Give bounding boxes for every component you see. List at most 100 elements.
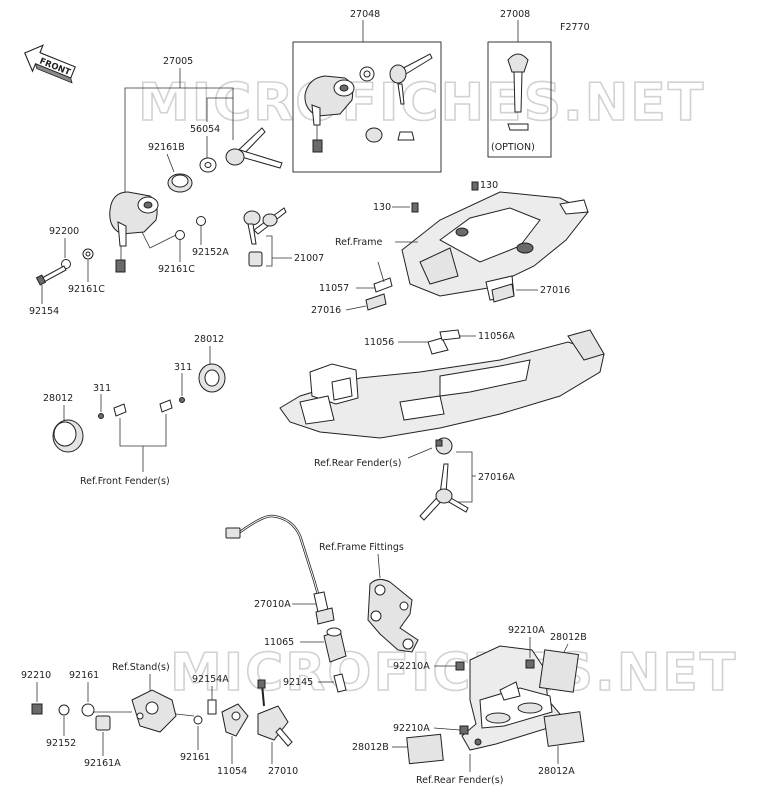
bracket-11056 (427, 337, 449, 355)
key-blank-27008 (507, 53, 529, 131)
leader (407, 447, 433, 459)
part-label-28012-b: 28012 (43, 393, 73, 404)
part-label-92161a: 92161A (84, 758, 121, 769)
group-box-27048 (292, 41, 442, 173)
option-label: (OPTION) (491, 142, 535, 153)
bolt-130-b (411, 202, 419, 213)
front-arrow-icon: FRONT (24, 44, 76, 84)
washer-92152 (58, 704, 70, 716)
part-label-28012-a: 28012 (194, 334, 224, 345)
leader (345, 305, 367, 311)
part-label-27048: 27048 (350, 9, 380, 20)
ref-stand: Ref.Stand(s) (112, 662, 170, 673)
part-label-27008: 27008 (500, 9, 530, 20)
stud-a (113, 403, 127, 417)
ignition-switch-27005 (109, 191, 159, 273)
nut-92210a-b (455, 661, 465, 671)
collar-92161-b (193, 715, 203, 725)
nut-311-a (98, 413, 104, 419)
part-label-130-b: 130 (373, 202, 391, 213)
stud-b (159, 399, 173, 413)
bracket-11057 (373, 277, 393, 293)
leader (456, 451, 473, 503)
leader (377, 553, 381, 579)
ignition-switch-set-27048 (304, 53, 433, 153)
sensor-27010a (225, 514, 335, 625)
part-label-27016-b: 27016 (540, 285, 570, 296)
nut-92210 (31, 703, 43, 715)
part-label-311-a: 311 (93, 383, 111, 394)
part-label-27005: 27005 (163, 56, 193, 67)
switch-27010 (257, 679, 293, 747)
part-label-27010: 27010 (268, 766, 298, 777)
part-label-92145: 92145 (283, 677, 313, 688)
part-label-92161c-b: 92161C (158, 264, 195, 275)
part-label-92210a-a: 92210A (508, 625, 545, 636)
leader (119, 414, 167, 447)
part-label-56054: 56054 (190, 124, 220, 135)
part-label-92161b: 92161B (148, 142, 185, 153)
part-label-92200: 92200 (49, 226, 79, 237)
leader (266, 235, 273, 267)
bracket-frame-fitting (367, 578, 419, 653)
ref-front-fender: Ref.Front Fender(s) (80, 476, 170, 487)
bracket-11065 (323, 627, 347, 663)
spring-92145 (333, 673, 347, 693)
bolt-92154 (35, 265, 67, 286)
frame-assembly (401, 191, 589, 301)
part-label-92154: 92154 (29, 306, 59, 317)
part-label-27016-a: 27016 (311, 305, 341, 316)
key-set-21007 (243, 207, 287, 267)
pad-28012b-b (406, 733, 444, 765)
stand-switch-bracket (131, 689, 177, 733)
collar-92161a (95, 715, 111, 731)
washer-56054 (199, 157, 217, 173)
cap-28012-b (52, 419, 84, 453)
part-label-92152: 92152 (46, 738, 76, 749)
pad-28012a (543, 711, 585, 747)
watermark-top: MICROFICHES.NET (138, 73, 705, 133)
part-label-92161-b: 92161 (180, 752, 210, 763)
collar-92161b (167, 173, 193, 193)
part-label-130-a: 130 (480, 180, 498, 191)
switch-27016a (435, 437, 453, 455)
key-pair-27016a (419, 463, 469, 521)
watermark-bottom: MICROFICHES.NET (170, 643, 737, 703)
part-label-11057: 11057 (319, 283, 349, 294)
part-label-27016a: 27016A (478, 472, 515, 483)
part-label-21007: 21007 (294, 253, 324, 264)
rear-fender-assembly (279, 329, 605, 439)
nut-92210a-a (525, 659, 535, 669)
leader (433, 727, 461, 731)
key-pair-27005 (225, 127, 283, 169)
part-label-92154a: 92154A (192, 674, 229, 685)
washer-92152a (196, 216, 206, 226)
part-label-11065: 11065 (264, 637, 294, 648)
part-label-92210: 92210 (21, 670, 51, 681)
leader (377, 261, 385, 283)
part-label-92161: 92161 (69, 670, 99, 681)
part-label-92210a-c: 92210A (393, 723, 430, 734)
part-label-92152a: 92152A (192, 247, 229, 258)
cap-28012-a (198, 363, 226, 393)
bolt-130-a (471, 181, 479, 191)
ref-rear-fender-b: Ref.Rear Fender(s) (416, 775, 503, 786)
nut-311-b (179, 397, 185, 403)
switch-27016-b (491, 283, 515, 303)
leader (563, 643, 569, 653)
collar-92161 (81, 703, 95, 717)
leader (141, 231, 179, 249)
part-label-311-b: 311 (174, 362, 192, 373)
group-box-27008 (487, 41, 552, 158)
pad-28012b-a (538, 649, 580, 693)
bolt-92154a (207, 699, 217, 715)
part-label-11056a: 11056A (478, 331, 515, 342)
part-label-27010a: 27010A (254, 599, 291, 610)
ref-frame: Ref.Frame (335, 237, 382, 248)
lever-11054 (221, 703, 249, 737)
bracket-11056a (439, 329, 461, 341)
part-label-92210a-b: 92210A (393, 661, 430, 672)
part-label-28012b-b: 28012B (352, 742, 389, 753)
part-label-92161c-a: 92161C (68, 284, 105, 295)
